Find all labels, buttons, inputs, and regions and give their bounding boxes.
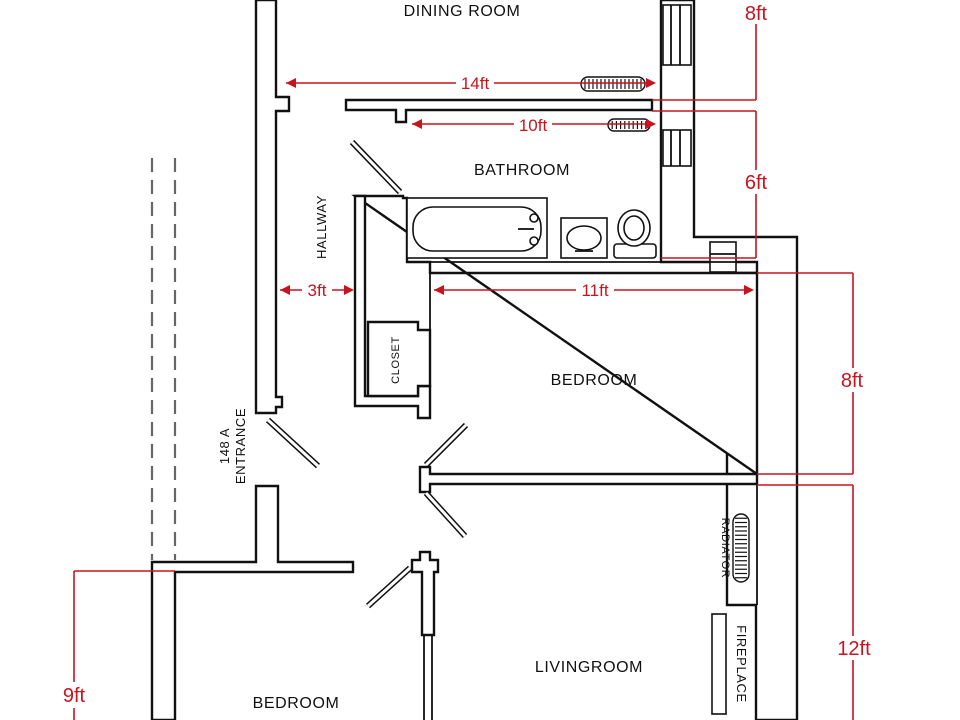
dimension-labels: 14ft 10ft 3ft 11ft 8ft 6ft 8ft 12ft 9ft [63, 3, 871, 707]
window-bedroom [709, 241, 737, 273]
dim-bedroom-width: 11ft [581, 281, 608, 300]
dim-livingroom-depth: 12ft [837, 638, 871, 660]
dim-bathroom-depth: 6ft [745, 172, 768, 194]
bathtub-basin [412, 206, 542, 252]
window-bathroom [662, 129, 692, 167]
sink-basin [566, 225, 602, 251]
dimension-lines [73, 0, 854, 720]
label-hallway: HALLWAY [314, 195, 329, 259]
window-dining [662, 4, 692, 66]
tub-faucet-icon [529, 213, 539, 223]
hallway-left-wall [254, 0, 291, 415]
dining-bottom-wall [344, 98, 654, 124]
label-bedroom-bottom: BEDROOM [253, 695, 340, 712]
dim-dining-width: 14ft [461, 74, 490, 93]
fireplace-hearth [711, 613, 727, 715]
closet-box [366, 320, 432, 398]
living-left-jamb [410, 550, 440, 637]
label-entrance-number: 148 A [217, 428, 232, 464]
label-entrance: ENTRANCE [233, 408, 248, 484]
label-closet: CLOSET [390, 336, 402, 384]
dim-bathroom-width: 10ft [519, 116, 548, 135]
radiator-dining-icon [580, 76, 646, 92]
label-livingroom: LIVINGROOM [535, 659, 643, 676]
label-bedroom-right: BEDROOM [551, 372, 638, 389]
label-dining-room: DINING ROOM [404, 3, 521, 20]
room-labels: DINING ROOM BATHROOM HALLWAY CLOSET BEDR… [217, 3, 749, 712]
label-fireplace: FIREPLACE [734, 625, 749, 703]
dim-bedroom-depth: 8ft [841, 370, 864, 392]
radiator-living-icon [732, 513, 750, 583]
entrance-lower-wall [150, 484, 355, 720]
label-bathroom: BATHROOM [474, 162, 570, 179]
dim-bedroom-bottom-depth: 9ft [63, 685, 86, 707]
radiator-bathroom-icon [607, 118, 651, 132]
doors [265, 139, 469, 609]
walls [150, 0, 799, 720]
dim-dining-depth: 8ft [745, 3, 768, 25]
fixtures [406, 76, 750, 715]
label-radiator: RADIATOR [719, 518, 731, 579]
dim-hallway-width: 3ft [308, 281, 327, 300]
